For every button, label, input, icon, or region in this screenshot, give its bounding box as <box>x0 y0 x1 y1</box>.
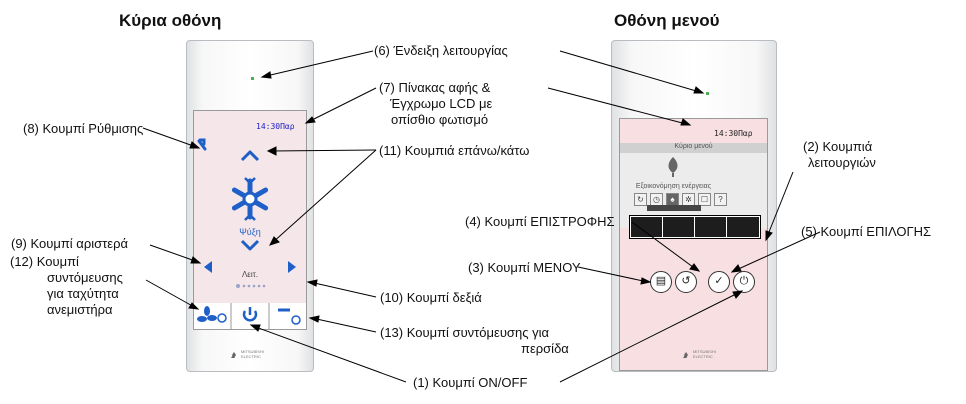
label-fan-shortcut-line4: ανεμιστήρα <box>47 302 113 317</box>
check-icon: ✓ <box>714 275 724 287</box>
label-louver-shortcut-line1: (13) Κουμπί συντόμευσης για <box>380 325 549 340</box>
main-lcd-graphics <box>197 138 296 288</box>
main-clock: 14:30Παρ <box>256 122 295 131</box>
wrench-icon <box>197 138 207 151</box>
right-arrow-icon <box>288 261 296 273</box>
select-button[interactable]: ✓ <box>708 271 730 293</box>
page-dots <box>236 284 266 288</box>
menu-title: Κύριο μενού <box>620 143 767 153</box>
label-return-button: (4) Κουμπί ΕΠΙΣΤΡΟΦΗΣ <box>465 214 615 229</box>
menu-nav-bar <box>647 205 701 211</box>
label-touch-lcd-line1: (7) Πίνακας αφής & <box>379 80 491 95</box>
snowflake-icon <box>231 177 269 221</box>
menu-screen-heading: Οθόνη μενού <box>614 11 720 30</box>
operation-indicator-led-menu <box>706 92 709 95</box>
menu-clock: 14:30Παρ <box>714 129 753 138</box>
menu-area <box>620 143 767 228</box>
main-button-strip <box>193 303 307 330</box>
label-function-buttons-line2: λειτουργιών <box>808 155 876 170</box>
function-buttons-row <box>629 215 761 239</box>
label-touch-lcd-line2: Έγχρωμο LCD με <box>390 96 493 111</box>
main-brand-logo: MITSUBISHI ELECTRIC <box>230 347 270 365</box>
return-icon: ↺ <box>681 275 691 287</box>
return-button[interactable]: ↺ <box>675 271 697 293</box>
menu-item-label: Εξοικονόμηση ενέργειας <box>635 183 712 190</box>
left-arrow-icon <box>204 261 212 273</box>
main-touch-lcd: 14:30Παρ <box>193 110 307 305</box>
menu-tile-3[interactable]: ♠ <box>666 193 679 206</box>
operation-indicator-led <box>251 77 254 80</box>
operation-label: Λειτ. <box>241 270 259 279</box>
mode-label: Ψύξη <box>239 227 261 237</box>
label-function-buttons-line1: (2) Κουμπιά <box>803 139 873 154</box>
label-left-button: (9) Κουμπί αριστερά <box>11 236 128 251</box>
menu-tile-5[interactable]: ☐ <box>698 193 711 206</box>
on-off-button-menu[interactable]: ⏻ <box>733 271 755 293</box>
menu-tile-4[interactable]: ✲ <box>682 193 695 206</box>
menu-tile-1[interactable]: ↻ <box>634 193 647 206</box>
label-operation-indicator: (6) Ένδειξη λειτουργίας <box>374 43 508 58</box>
label-fan-shortcut-line3: για ταχύτητα <box>47 286 119 301</box>
down-arrow-icon <box>240 239 260 251</box>
menu-touch-lcd: 14:30Παρ Κύριο μενού Εξοικονόμηση ενέργε… <box>619 118 768 371</box>
menu-brand-logo: MITSUBISHI ELECTRIC <box>682 347 722 365</box>
label-right-button: (10) Κουμπί δεξιά <box>380 290 482 305</box>
label-setup-button: (8) Κουμπί Ρύθμισης <box>23 121 144 136</box>
menu-tile-6[interactable]: ? <box>714 193 727 206</box>
up-arrow-icon <box>240 150 260 162</box>
louver-icon[interactable] <box>278 308 301 325</box>
menu-icon: ▤ <box>655 275 667 287</box>
label-menu-button: (3) Κουμπί ΜΕΝΟΥ <box>468 260 581 275</box>
label-touch-lcd-line3: οπίσθιο φωτισμό <box>391 112 489 127</box>
label-fan-shortcut-line2: συντόμευσης <box>47 270 123 285</box>
fan-icon[interactable] <box>197 306 227 323</box>
label-select-button: (5) Κουμπί ΕΠΙΛΟΓΗΣ <box>801 224 932 239</box>
label-on-off-button: (1) Κουμπί ON/OFF <box>413 375 528 390</box>
function-button-4[interactable] <box>726 216 760 238</box>
main-screen-heading: Κύρια οθόνη <box>119 11 222 30</box>
label-fan-shortcut-line1: (12) Κουμπί <box>10 254 79 269</box>
power-icon[interactable] <box>242 307 258 322</box>
label-louver-shortcut-line2: περσίδα <box>521 341 569 356</box>
power-icon: ⏻ <box>739 275 749 287</box>
label-touch-lcd: (7) Πίνακας αφής & <box>379 80 490 95</box>
label-up-down-buttons: (11) Κουμπιά επάνω/κάτω <box>379 143 530 158</box>
energy-saving-icon <box>668 157 678 177</box>
